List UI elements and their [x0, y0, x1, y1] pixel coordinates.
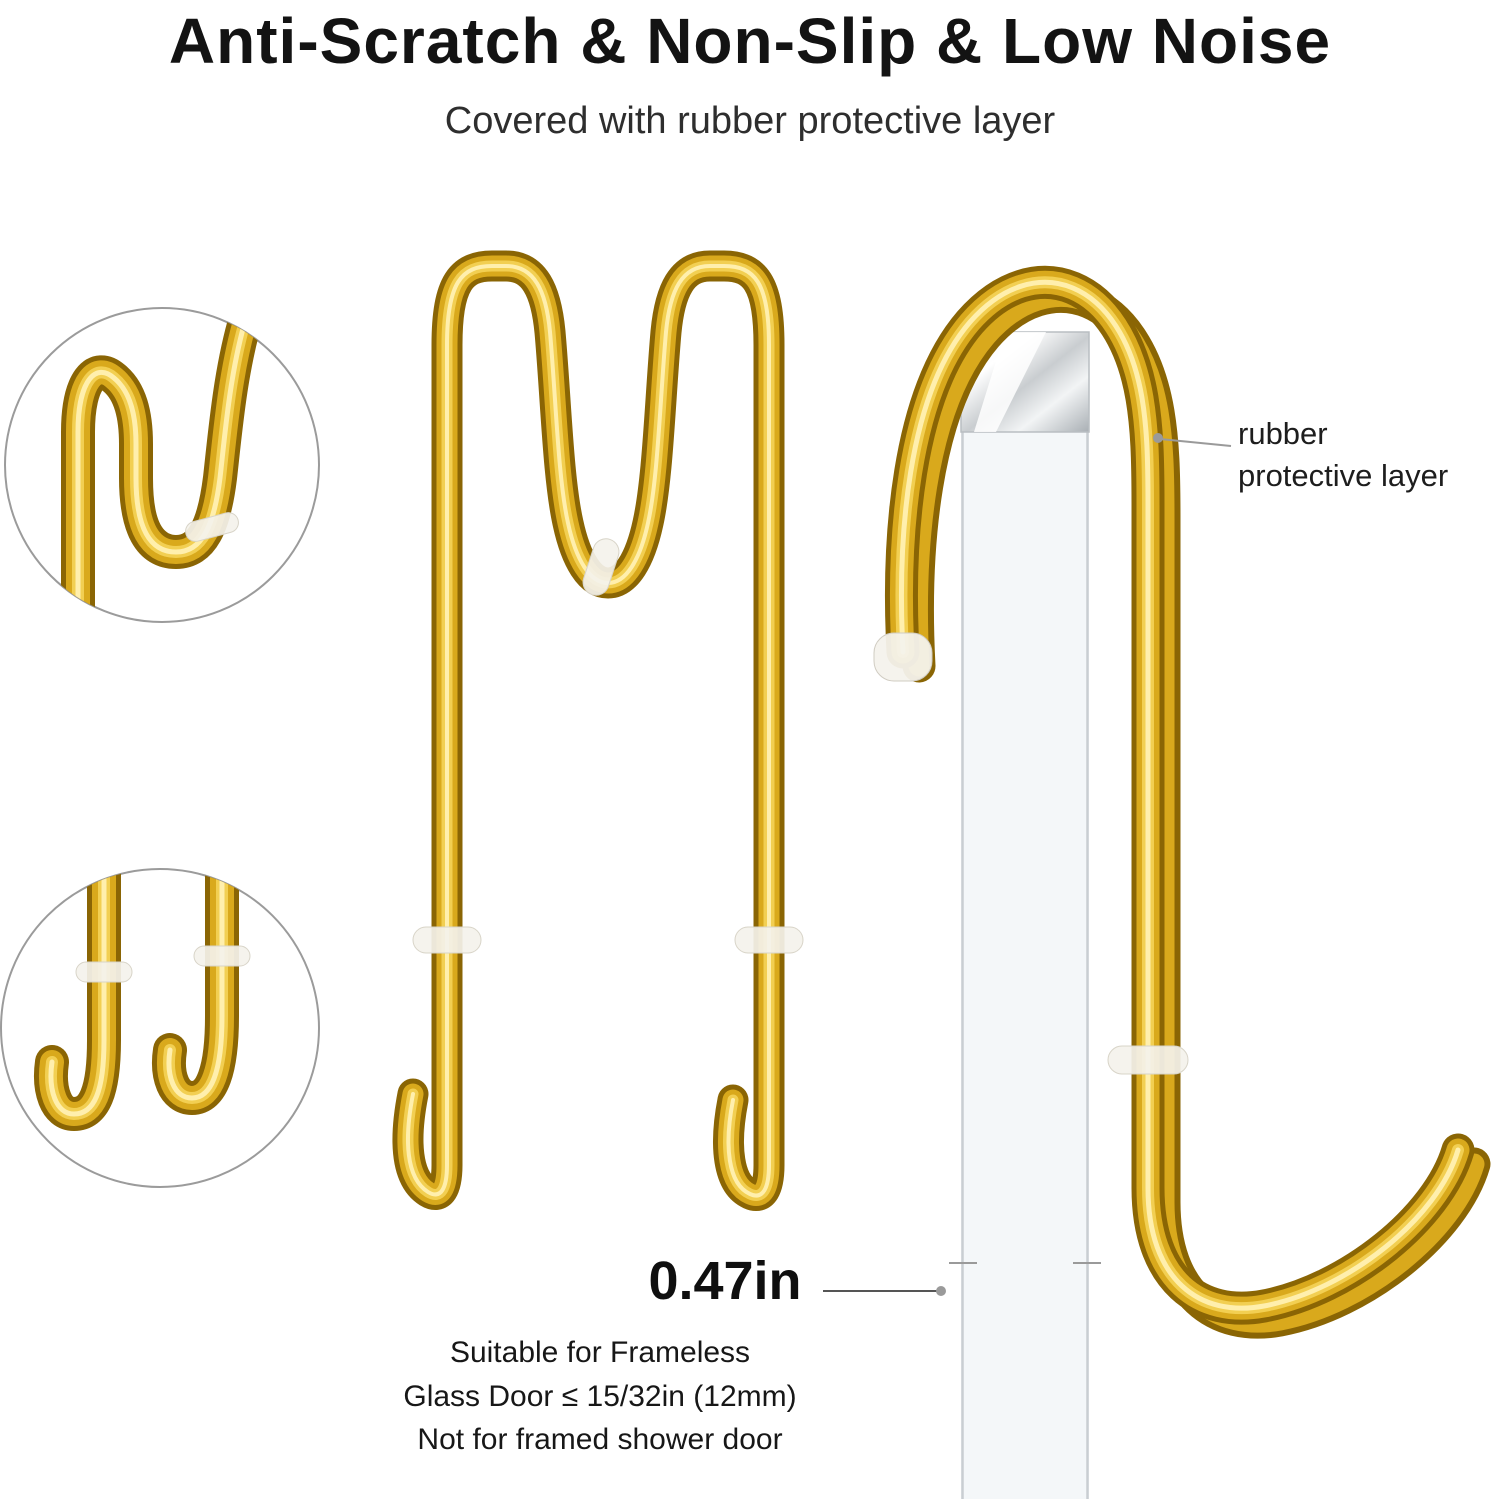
rubber-ring: [582, 538, 620, 596]
callout-leader-line: [1159, 438, 1232, 447]
detail-circle-bottom: [0, 862, 320, 1188]
dimension-dot: [936, 1286, 946, 1296]
detail-circle-bottom-outline: [0, 868, 320, 1188]
rubber-layer-callout: rubber protective layer: [1238, 413, 1448, 497]
detail-circle-top-outline: [4, 307, 320, 623]
dimension-value: 0.47in: [648, 1251, 802, 1311]
dimension-graphics: [823, 1262, 1101, 1296]
glass-panel: [961, 430, 1089, 1499]
note-line3: Not for framed shower door: [417, 1423, 783, 1456]
side-view-on-glass: [873, 282, 1474, 1499]
callout-text-line1: rubber: [1238, 416, 1328, 451]
chrome-streak: [974, 332, 1046, 432]
detail-circle-top: [4, 307, 320, 645]
page-subtitle: Covered with rubber protective layer: [444, 100, 1056, 142]
callout-dot: [1153, 433, 1163, 443]
detail-circle-top-content: [78, 318, 246, 645]
note-line2: Glass Door ≤ 15/32in (12mm): [403, 1379, 797, 1413]
rubber-ring: [185, 512, 239, 542]
page-title: Anti-Scratch & Non-Slip & Low Noise: [168, 5, 1332, 77]
callout-text-line2: protective layer: [1238, 457, 1449, 493]
hook-wire: [408, 266, 769, 1196]
dimension-notes: Suitable for Frameless Glass Door ≤ 15/3…: [365, 1331, 835, 1462]
rubber-end-cap: [873, 632, 933, 682]
rubber-ring: [412, 926, 482, 954]
note-line1: Suitable for Frameless: [449, 1336, 751, 1369]
rubber-ring: [75, 961, 133, 983]
center-hook-front-view: [408, 266, 804, 1196]
callout-leader: [1153, 433, 1232, 447]
rubber-ring: [1107, 1045, 1189, 1075]
rubber-ring: [734, 926, 804, 954]
detail-circle-bottom-content: [51, 862, 251, 1114]
rubber-ring: [193, 945, 251, 967]
